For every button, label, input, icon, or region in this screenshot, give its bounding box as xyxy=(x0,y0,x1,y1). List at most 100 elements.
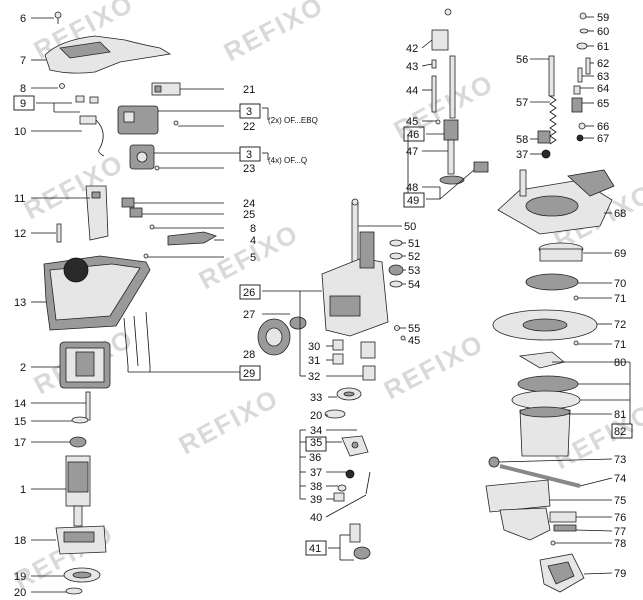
part-label: 31 xyxy=(308,355,320,367)
part-26-gearbox xyxy=(321,231,389,337)
part-37-spring xyxy=(345,469,355,479)
part-label: 61 xyxy=(597,41,609,53)
part-9-clips xyxy=(75,95,99,104)
part-label: 29 xyxy=(243,368,255,380)
part-1-armature xyxy=(65,455,91,527)
part-label: 8 xyxy=(250,223,256,235)
part-label: 76 xyxy=(614,512,626,524)
part-17-bearing xyxy=(69,436,87,448)
part-label: 63 xyxy=(597,71,609,83)
watermark: REFIXO xyxy=(219,0,329,67)
part-11-side-cover xyxy=(85,185,109,241)
note-ebq: (2x) OF...EBQ xyxy=(268,116,318,125)
part-label: 81 xyxy=(614,409,626,421)
part-label: 78 xyxy=(614,538,626,550)
part-label: 41 xyxy=(309,543,321,555)
part-label: 25 xyxy=(243,209,255,221)
part-label: 45 xyxy=(408,335,420,347)
part-label: 20 xyxy=(14,587,26,599)
part-label: 7 xyxy=(20,55,26,67)
part-label: 11 xyxy=(14,193,25,205)
watermark: REFIXO xyxy=(174,383,284,461)
part-label: 24 xyxy=(243,198,255,210)
part-33-bushing xyxy=(336,387,362,401)
parts-73-75-guide xyxy=(485,456,581,513)
part-label: 77 xyxy=(614,526,626,538)
part-label: 55 xyxy=(408,323,420,335)
note-q: (4x) OF...Q xyxy=(268,156,307,165)
part-58-knob xyxy=(537,130,551,144)
part-69-cone xyxy=(538,242,584,262)
part-label: 32 xyxy=(308,371,320,383)
part-label: 3 xyxy=(246,106,252,118)
part-label: 23 xyxy=(243,163,255,175)
part-label: 82 xyxy=(614,426,626,438)
part-8b-screw xyxy=(149,224,155,230)
part-label: 35 xyxy=(310,437,322,449)
part-35-lever xyxy=(341,435,369,457)
part-label: 70 xyxy=(614,278,626,290)
part-label: 67 xyxy=(597,133,609,145)
part-number-labels: 6 7 8 9 10 21 3 22 3 23 11 12 24 25 8 4 … xyxy=(14,12,626,599)
part-28-knob xyxy=(257,318,291,356)
part-22-screw xyxy=(173,120,179,126)
part-38-spring xyxy=(337,484,347,492)
part-8-screw xyxy=(59,83,65,89)
part-label: 66 xyxy=(597,121,609,133)
part-label: 27 xyxy=(243,309,255,321)
part-label: 79 xyxy=(614,568,626,580)
parts-76-78-brackets xyxy=(499,507,577,546)
part-label: 54 xyxy=(408,279,420,291)
part-label: 46 xyxy=(407,129,419,141)
part-label: 58 xyxy=(516,134,528,146)
part-label: 48 xyxy=(406,182,418,194)
part-4-cable-sleeve xyxy=(167,231,217,246)
part-label: 22 xyxy=(243,121,255,133)
part-label: 30 xyxy=(308,341,320,353)
watermark: REFIXO xyxy=(19,148,129,226)
part-label: 15 xyxy=(14,416,26,428)
part-label: 19 xyxy=(14,571,26,583)
part-23-screw xyxy=(154,165,160,171)
part-label: 43 xyxy=(406,61,418,73)
part-label: 26 xyxy=(243,287,255,299)
part-label: 47 xyxy=(406,146,418,158)
part-7-housing-cover xyxy=(44,35,172,74)
part-label: 34 xyxy=(310,425,322,437)
part-68-base xyxy=(497,169,615,235)
part-label: 71 xyxy=(614,293,626,305)
part-12-pin xyxy=(56,223,62,243)
part-label: 1 xyxy=(20,484,26,496)
part-label: 62 xyxy=(597,58,609,70)
part-label: 17 xyxy=(14,437,26,449)
part-label: 8 xyxy=(20,83,26,95)
part-label: 60 xyxy=(597,26,609,38)
part-label: 3 xyxy=(246,149,252,161)
parts-30-32-sleeves xyxy=(332,339,376,381)
part-37b-spring xyxy=(541,149,551,159)
part-72-base-plate xyxy=(492,309,598,341)
part-6-screw xyxy=(54,11,62,24)
part-label: 20 xyxy=(310,410,322,422)
part-label: 72 xyxy=(614,319,626,331)
part-label: 12 xyxy=(14,228,26,240)
watermark: REFIXO xyxy=(379,328,489,406)
parts-59-67-small xyxy=(571,12,591,142)
part-20-ring xyxy=(65,587,83,595)
part-label: 37 xyxy=(310,467,322,479)
part-19-fan xyxy=(63,567,101,583)
part-label: 75 xyxy=(614,495,626,507)
part-3-electronics-ebq xyxy=(117,105,159,135)
part-20b-ring xyxy=(324,409,346,419)
part-label: 2 xyxy=(20,362,26,374)
part-label: 73 xyxy=(614,454,626,466)
label-boxes xyxy=(13,95,633,556)
part-label: 6 xyxy=(20,13,26,25)
part-label: 65 xyxy=(597,98,609,110)
part-label: 39 xyxy=(310,494,322,506)
parts-51-55-small xyxy=(388,239,406,341)
part-label: 50 xyxy=(404,221,416,233)
part-label: 57 xyxy=(516,97,528,109)
